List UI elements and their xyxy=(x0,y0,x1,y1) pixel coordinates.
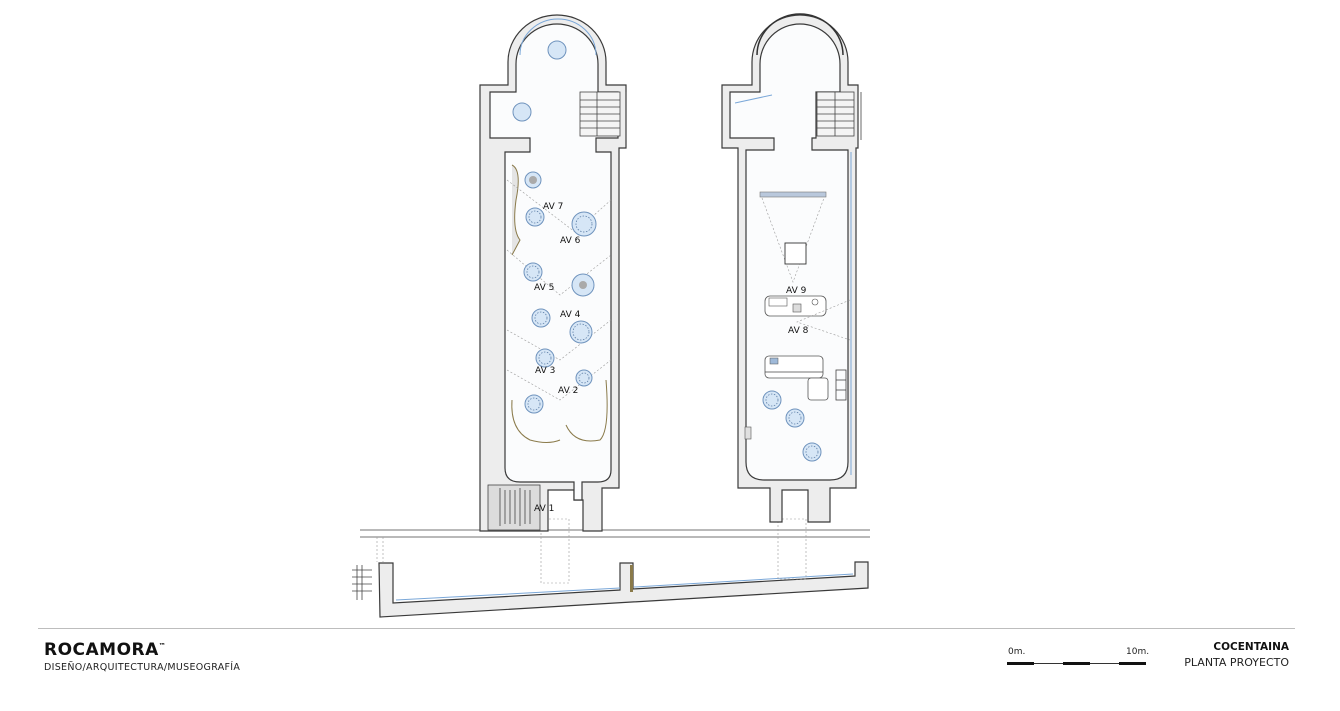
vitrine xyxy=(523,262,543,282)
vitrine xyxy=(571,211,597,237)
scale-bar xyxy=(1007,662,1146,665)
pedestal xyxy=(529,176,537,184)
brand-logo: ROCAMORA™ xyxy=(44,640,166,660)
exterior-stair xyxy=(352,565,372,600)
vitrine xyxy=(512,102,532,122)
trademark: ™ xyxy=(158,642,167,650)
door xyxy=(630,565,633,592)
project-location: COCENTAINA xyxy=(1213,641,1289,653)
vitrine xyxy=(547,40,567,60)
projection-screen xyxy=(759,191,827,198)
av1-room xyxy=(487,484,541,531)
av-label: AV 4 xyxy=(560,310,581,320)
av-label: AV 8 xyxy=(788,326,809,336)
av1-projection-panels xyxy=(499,488,531,526)
footer-divider xyxy=(38,628,1295,629)
av-label: AV 6 xyxy=(560,236,581,246)
vitrine xyxy=(762,390,782,410)
vitrine xyxy=(525,207,545,227)
stair xyxy=(816,91,862,140)
stair xyxy=(579,91,627,140)
vitrine xyxy=(802,442,822,462)
sheet-title: PLANTA PROYECTO xyxy=(1184,656,1289,669)
floor-plan: AV 7 AV 6 AV 5 AV 4 AV 3 AV 2 AV 1 xyxy=(352,13,870,618)
av-label: AV 5 xyxy=(534,283,554,293)
scale-end-label: 10m. xyxy=(1126,647,1150,657)
brand-tagline: DISEÑO/ARQUITECTURA/MUSEOGRAFÍA xyxy=(44,662,241,673)
exhibit-vitrines xyxy=(512,40,597,414)
right-building: AV 9 AV 8 xyxy=(721,13,862,523)
brand-name: ROCAMORA xyxy=(44,640,159,660)
left-building: AV 7 AV 6 AV 5 AV 4 AV 3 AV 2 AV 1 xyxy=(479,14,627,532)
projector-box xyxy=(784,242,807,265)
vitrine xyxy=(524,394,544,414)
counter xyxy=(764,355,824,379)
vitrine xyxy=(535,348,555,368)
av-label: AV 3 xyxy=(535,366,555,376)
shelving xyxy=(835,369,847,401)
av-label: AV 7 xyxy=(543,202,563,212)
vitrine xyxy=(785,408,805,428)
scale-start-label: 0m. xyxy=(1008,647,1026,657)
vitrine xyxy=(575,369,593,387)
vitrine xyxy=(531,308,551,328)
lower-corridor xyxy=(352,518,869,618)
upper-corridor xyxy=(360,529,870,562)
av-label: AV 1 xyxy=(534,504,554,514)
av-label: AV 2 xyxy=(558,386,578,396)
av-label: AV 9 xyxy=(786,286,807,296)
